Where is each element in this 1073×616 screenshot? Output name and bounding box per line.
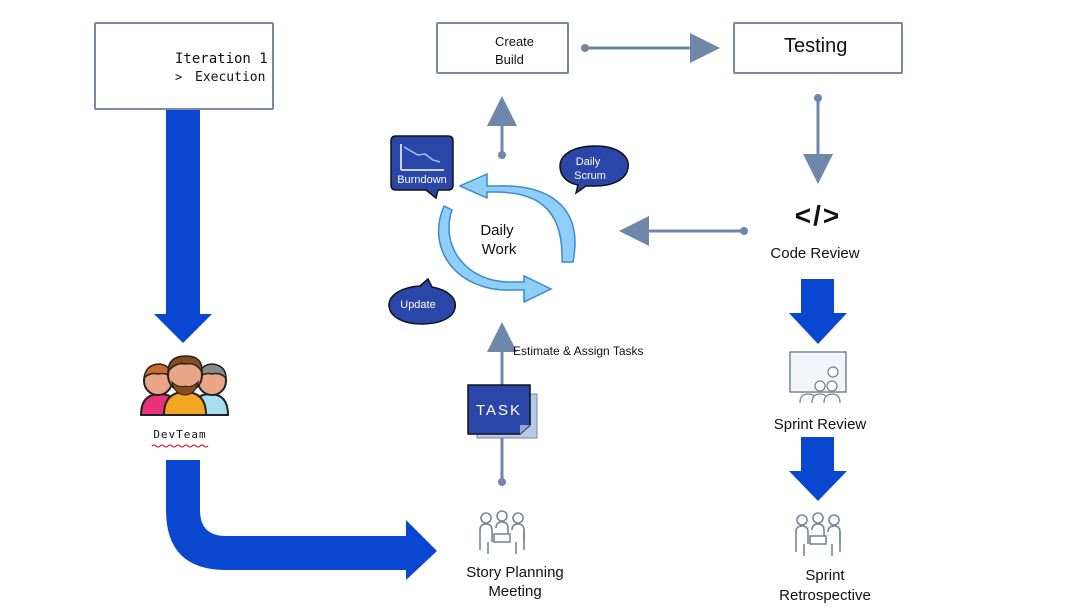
- connector-testing-to-codereview: [803, 94, 833, 184]
- testing-box[interactable]: [733, 22, 903, 74]
- iteration-chevron: >: [175, 70, 183, 84]
- task-label: TASK: [476, 402, 522, 419]
- big-arrow-iteration-to-devteam: [154, 110, 212, 343]
- burndown-bubble: Burndown: [390, 135, 454, 200]
- big-arrow-codereview-to-sprintreview: [789, 279, 847, 344]
- sprint-retro-line2: Retrospective: [779, 587, 871, 604]
- story-planning-meeting-icon: [479, 510, 525, 554]
- daily-work-line1: Daily: [480, 222, 514, 239]
- burndown-label: Burndown: [397, 174, 447, 186]
- code-review-label: Code Review: [770, 245, 860, 262]
- big-arrow-sprintreview-to-retro: [789, 437, 847, 501]
- iteration-title: Iteration 1: [175, 51, 268, 67]
- connector-createbuild-to-testing: [581, 33, 720, 63]
- connector-codereview-to-dailywork: [619, 216, 748, 246]
- sprint-retro-line1: Sprint: [805, 567, 845, 584]
- story-planning-line2: Meeting: [488, 583, 542, 600]
- create-build-box[interactable]: [436, 22, 569, 74]
- story-planning-line1: Story Planning: [466, 564, 564, 581]
- iteration-subtitle: Execution: [195, 70, 266, 85]
- sprint-review-label: Sprint Review: [773, 416, 867, 433]
- big-arrow-devteam-to-planning: [166, 460, 437, 580]
- connector-dailywork-to-createbuild: [487, 96, 517, 159]
- testing-label: Testing: [784, 35, 848, 57]
- daily-work-line2: Work: [481, 241, 517, 258]
- devteam-avatars-icon: [139, 355, 230, 416]
- create-build-line2: Build: [495, 52, 524, 67]
- create-build-line1: Create: [495, 34, 535, 49]
- sprint-review-presentation-icon: [789, 351, 847, 404]
- spellcheck-squiggle: [151, 444, 209, 448]
- code-icon: </>: [794, 200, 842, 231]
- burndown-chart-icon: [400, 144, 444, 171]
- update-label: Update: [400, 299, 435, 311]
- estimate-assign-label: Estimate & Assign Tasks: [513, 344, 644, 358]
- task-card: TASK: [467, 384, 538, 439]
- update-bubble: Update: [388, 277, 456, 325]
- daily-scrum-bubble: Daily Scrum: [559, 145, 629, 195]
- devteam-label: DevTeam: [153, 428, 207, 441]
- daily-scrum-label-2: Scrum: [574, 170, 606, 182]
- daily-work-cycle: [438, 172, 576, 304]
- sprint-retrospective-meeting-icon: [795, 512, 841, 556]
- iteration-box[interactable]: [94, 22, 274, 110]
- daily-scrum-label-1: Daily: [576, 156, 601, 168]
